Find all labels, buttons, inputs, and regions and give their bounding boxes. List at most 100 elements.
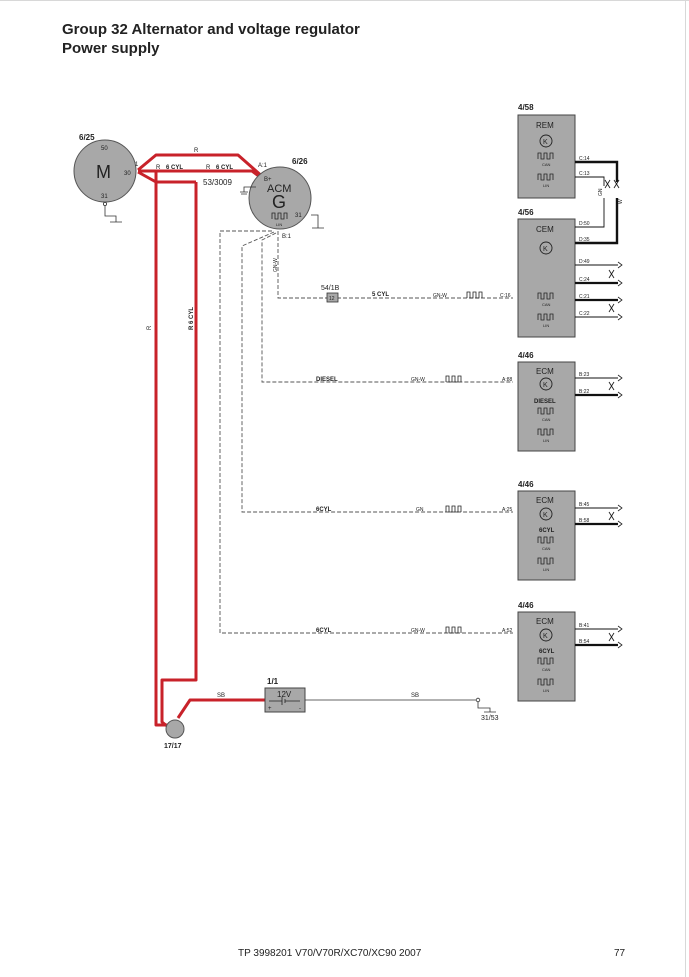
ground-bolt-body (165, 719, 185, 739)
module-cem-lin-label: LIN (543, 323, 549, 328)
module-ecm-6cyl-2-pin-1: B:41 (579, 623, 590, 629)
row-cem-pin: C:16 (500, 293, 511, 299)
alternator-name: ACM (267, 183, 291, 195)
module-ecm-6cyl-1-name: ECM (536, 496, 554, 505)
battery-cell-symbol (269, 697, 300, 705)
module-rem: 4/58 REM K CAN LIN C:14 C:13 (517, 103, 590, 199)
lin-wire-to-cem (277, 231, 513, 299)
label-r-6cyl-vertical: R 6 CYL (189, 307, 195, 330)
wire-sb-battery (176, 698, 265, 719)
alternator-pin-31: 31 (295, 213, 302, 219)
battery: 1/1 12V + - (264, 677, 306, 713)
battery-voltage: 12V (277, 690, 292, 699)
module-ecm-6cyl-2-k-icon (539, 628, 553, 642)
can-wire-cem-low (575, 198, 605, 228)
row-6cyl-pulse-icon (445, 505, 462, 513)
battery-plus: + (268, 706, 272, 712)
alternator-body (248, 166, 312, 230)
connector-box (326, 292, 339, 303)
starter-id: 6/25 (79, 133, 95, 142)
module-ecm-diesel-k-icon (539, 377, 553, 391)
svg-text:K: K (543, 139, 548, 146)
row-cem-pulse-icon (466, 291, 483, 299)
module-ecm-6cyl-1-variant: 6CYL (539, 528, 555, 534)
module-cem-pin-6: C:22 (579, 311, 590, 317)
module-ecm-6cyl-1-id: 4/46 (518, 480, 534, 489)
connector-54-1b: 54/1B 12 (321, 285, 340, 303)
row-6cyl2-color: GN-W (411, 628, 425, 634)
module-rem-pin-1: C:14 (579, 156, 590, 162)
twist-marker-ecm-6cyl-1 (608, 511, 615, 521)
starter-pin-50: 50 (101, 146, 108, 152)
module-ecm-diesel-name: ECM (536, 367, 554, 376)
battery-id: 1/1 (267, 677, 279, 686)
module-ecm-6cyl-2: 4/46 ECM K 6CYL CAN LIN B:41 B:54 (517, 601, 590, 702)
can-wire-rem-high (575, 160, 619, 182)
svg-text:K: K (543, 512, 548, 519)
alternator-lin-label: LIN (276, 222, 282, 227)
label-6cyl-right: 6 CYL (216, 165, 233, 171)
module-cem-name: CEM (536, 225, 554, 234)
alternator-ground-left-symbol (240, 186, 256, 195)
label-can-gn: GN (598, 188, 604, 196)
module-cem-can-label: CAN (542, 302, 551, 307)
ground-bolt-id: 17/17 (164, 743, 182, 750)
footer-document-id: TP 3998201 V70/V70R/XC70/XC90 2007 (238, 948, 422, 959)
wire-r-splice (137, 170, 196, 184)
module-cem-pin-1: D:50 (579, 221, 590, 227)
module-cem-pin-3: D:49 (579, 259, 590, 265)
module-ecm-6cyl-1-box (517, 490, 576, 581)
row-6cyl2-label: 6CYL (316, 628, 332, 634)
page-title: Group 32 Alternator and voltage regulato… (62, 20, 360, 58)
module-ecm-diesel-pin-2: B:22 (579, 389, 590, 395)
lin-wire-to-ecm-6cyl-2 (219, 230, 513, 634)
module-rem-can-label: CAN (542, 162, 551, 167)
alternator-pin-a1: A:1 (258, 163, 268, 169)
starter-pin-30: 30 (124, 171, 131, 177)
module-ecm-6cyl-2-box (517, 611, 576, 702)
ground-point-symbol (477, 702, 496, 713)
alternator-id: 6/26 (292, 157, 308, 166)
page-border-top (0, 0, 689, 1)
alternator-pin-b1: B:1 (282, 234, 292, 240)
module-rem-name: REM (536, 121, 554, 130)
twist-marker-ecm-6cyl-2 (608, 632, 615, 642)
twisted-pair-markers (604, 179, 623, 649)
twist-marker-ecm-diesel (608, 381, 615, 391)
title-line-1: Group 32 Alternator and voltage regulato… (62, 21, 360, 38)
module-cem-pin-5: C:21 (579, 294, 590, 300)
row-6cyl-pin: A:25 (502, 507, 513, 513)
title-line-2: Power supply (62, 40, 160, 57)
svg-text:K: K (543, 382, 548, 389)
module-ecm-6cyl-1-pin-1: B:45 (579, 502, 590, 508)
module-cem-box (517, 218, 576, 338)
twist-marker-cem-2 (608, 303, 615, 313)
label-can-w: W (618, 199, 624, 204)
svg-text:K: K (543, 633, 548, 640)
ground-point-terminal (475, 697, 481, 703)
alternator-pin-bplus: B+ (264, 177, 272, 183)
alternator-ground-symbol (311, 214, 324, 229)
footer-page-number: 77 (614, 948, 626, 959)
module-rem-k-icon (539, 134, 553, 148)
module-ecm-6cyl-1-lin-label: LIN (543, 567, 549, 572)
row-diesel-labels: DIESEL GN-W A:88 (316, 375, 513, 383)
wire-r-6cyl-vertical (160, 182, 198, 732)
module-cem-pin-2: D:35 (579, 237, 590, 243)
connector-id: 54/1B (321, 285, 340, 292)
row-cem-cyl: 5 CYL (372, 292, 389, 298)
module-ecm-diesel-id: 4/46 (518, 351, 534, 360)
row-diesel-color: GN-W (411, 377, 425, 383)
module-ecm-diesel-pin-1: B:23 (579, 372, 590, 378)
row-diesel-pulse-icon (445, 375, 462, 383)
starter-ground-terminal (103, 201, 108, 206)
lin-wire-to-ecm-diesel (261, 232, 513, 383)
label-sb-left: SB (217, 693, 225, 699)
module-ecm-6cyl-2-lin-label: LIN (543, 688, 549, 693)
alternator: 6/26 A:1 B+ ACM G LIN 31 B:1 (240, 157, 324, 240)
splice-id: 53/3009 (203, 178, 232, 187)
module-rem-box (517, 114, 576, 199)
power-wires (137, 153, 265, 732)
battery-minus: - (299, 706, 301, 712)
